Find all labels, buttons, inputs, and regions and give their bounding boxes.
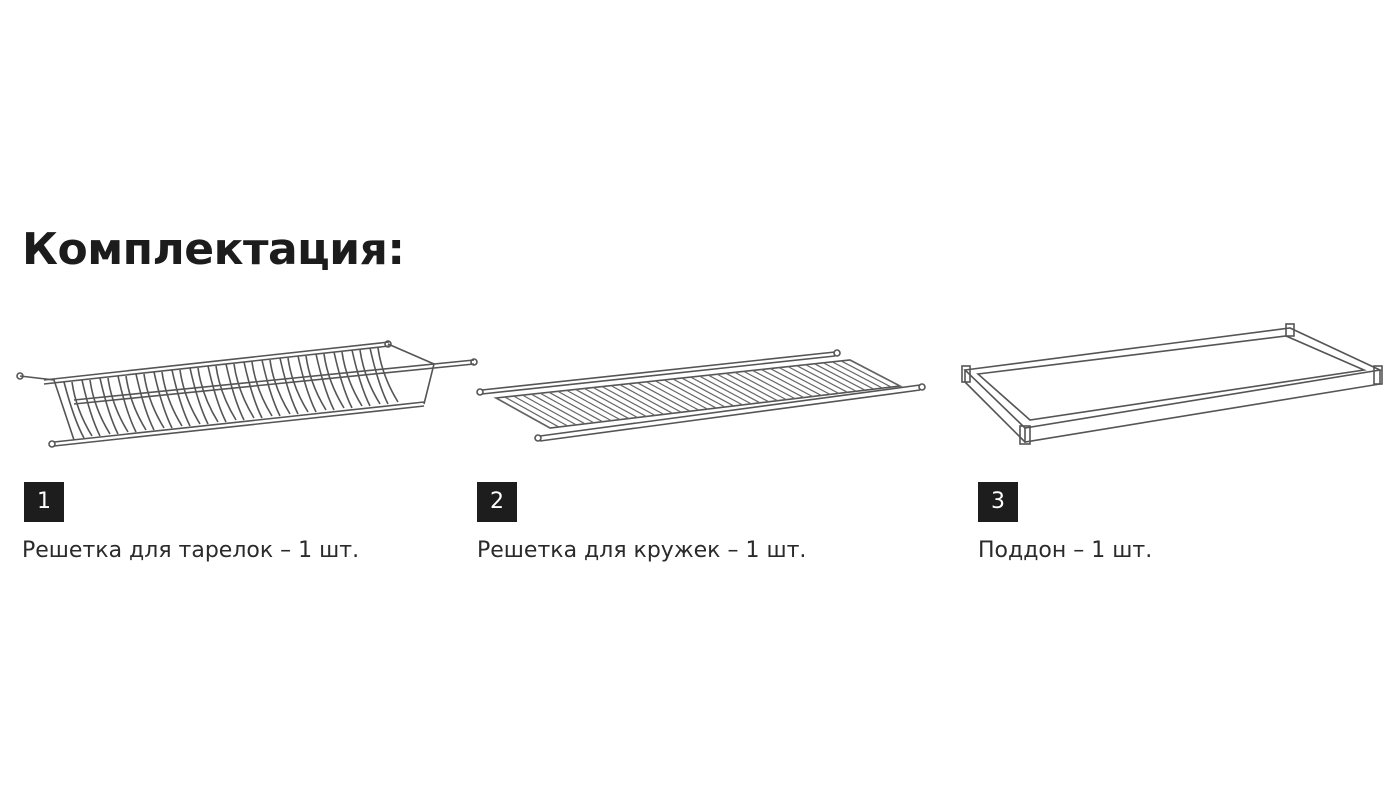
rack-slat xyxy=(504,396,560,428)
item-number-badge: 3 xyxy=(978,482,1018,522)
rack-slat xyxy=(513,395,568,427)
rack-slat xyxy=(655,380,708,410)
rack-slat xyxy=(575,388,630,420)
plate-rack-icon xyxy=(16,340,478,448)
rack-slat xyxy=(495,397,551,429)
rack-slat xyxy=(849,359,901,387)
rack-slat xyxy=(743,370,796,400)
rack-slat xyxy=(770,368,822,396)
item-number-badge: 1 xyxy=(24,482,64,522)
rack-slat xyxy=(761,368,813,398)
rack-slat xyxy=(637,382,691,412)
rack-slat xyxy=(681,377,735,407)
rack-slat xyxy=(539,392,595,424)
rack-slat xyxy=(522,394,577,426)
rack-slat xyxy=(734,371,787,401)
rack-slat xyxy=(690,376,743,406)
rack-slat xyxy=(778,367,831,395)
rack-slat xyxy=(840,360,892,388)
item-caption: Решетка для кружек – 1 шт. xyxy=(477,538,807,563)
rack-slat xyxy=(699,375,752,405)
rack-slat xyxy=(672,378,726,408)
cup-rack-icon xyxy=(476,349,926,442)
rack-slat xyxy=(566,389,621,421)
kit-item-drip-tray: 3 Поддон – 1 шт. xyxy=(950,300,1400,590)
rack-slat xyxy=(725,372,778,402)
rack-slat xyxy=(619,384,673,414)
rack-slat xyxy=(663,379,717,409)
rack-slat xyxy=(593,387,647,417)
rack-slat xyxy=(646,381,700,411)
rack-slat xyxy=(531,393,586,425)
rack-slat xyxy=(752,369,805,399)
rack-slat xyxy=(601,386,656,416)
page-title: Комплектация: xyxy=(22,224,405,275)
rack-slat xyxy=(610,385,665,415)
rack-slat xyxy=(557,390,612,422)
item-number-badge: 2 xyxy=(477,482,517,522)
rack-slat xyxy=(787,366,840,394)
rack-slat xyxy=(584,387,638,419)
rack-slat xyxy=(708,374,761,404)
rack-slat xyxy=(548,391,603,423)
rack-slat xyxy=(814,363,866,391)
item-caption: Решетка для тарелок – 1 шт. xyxy=(22,538,360,563)
item-caption: Поддон – 1 шт. xyxy=(978,538,1153,563)
rack-slat xyxy=(832,361,883,389)
rack-slat xyxy=(823,362,875,390)
rack-slat xyxy=(628,383,682,413)
drip-tray-icon xyxy=(961,323,1383,445)
kit-item-plate-rack: 1 Решетка для тарелок – 1 шт. xyxy=(14,300,484,590)
rack-slat xyxy=(716,373,770,403)
kit-item-cup-rack: 2 Решетка для кружек – 1 шт. xyxy=(470,300,940,590)
rack-slat xyxy=(805,364,857,392)
rack-slat xyxy=(796,365,848,393)
